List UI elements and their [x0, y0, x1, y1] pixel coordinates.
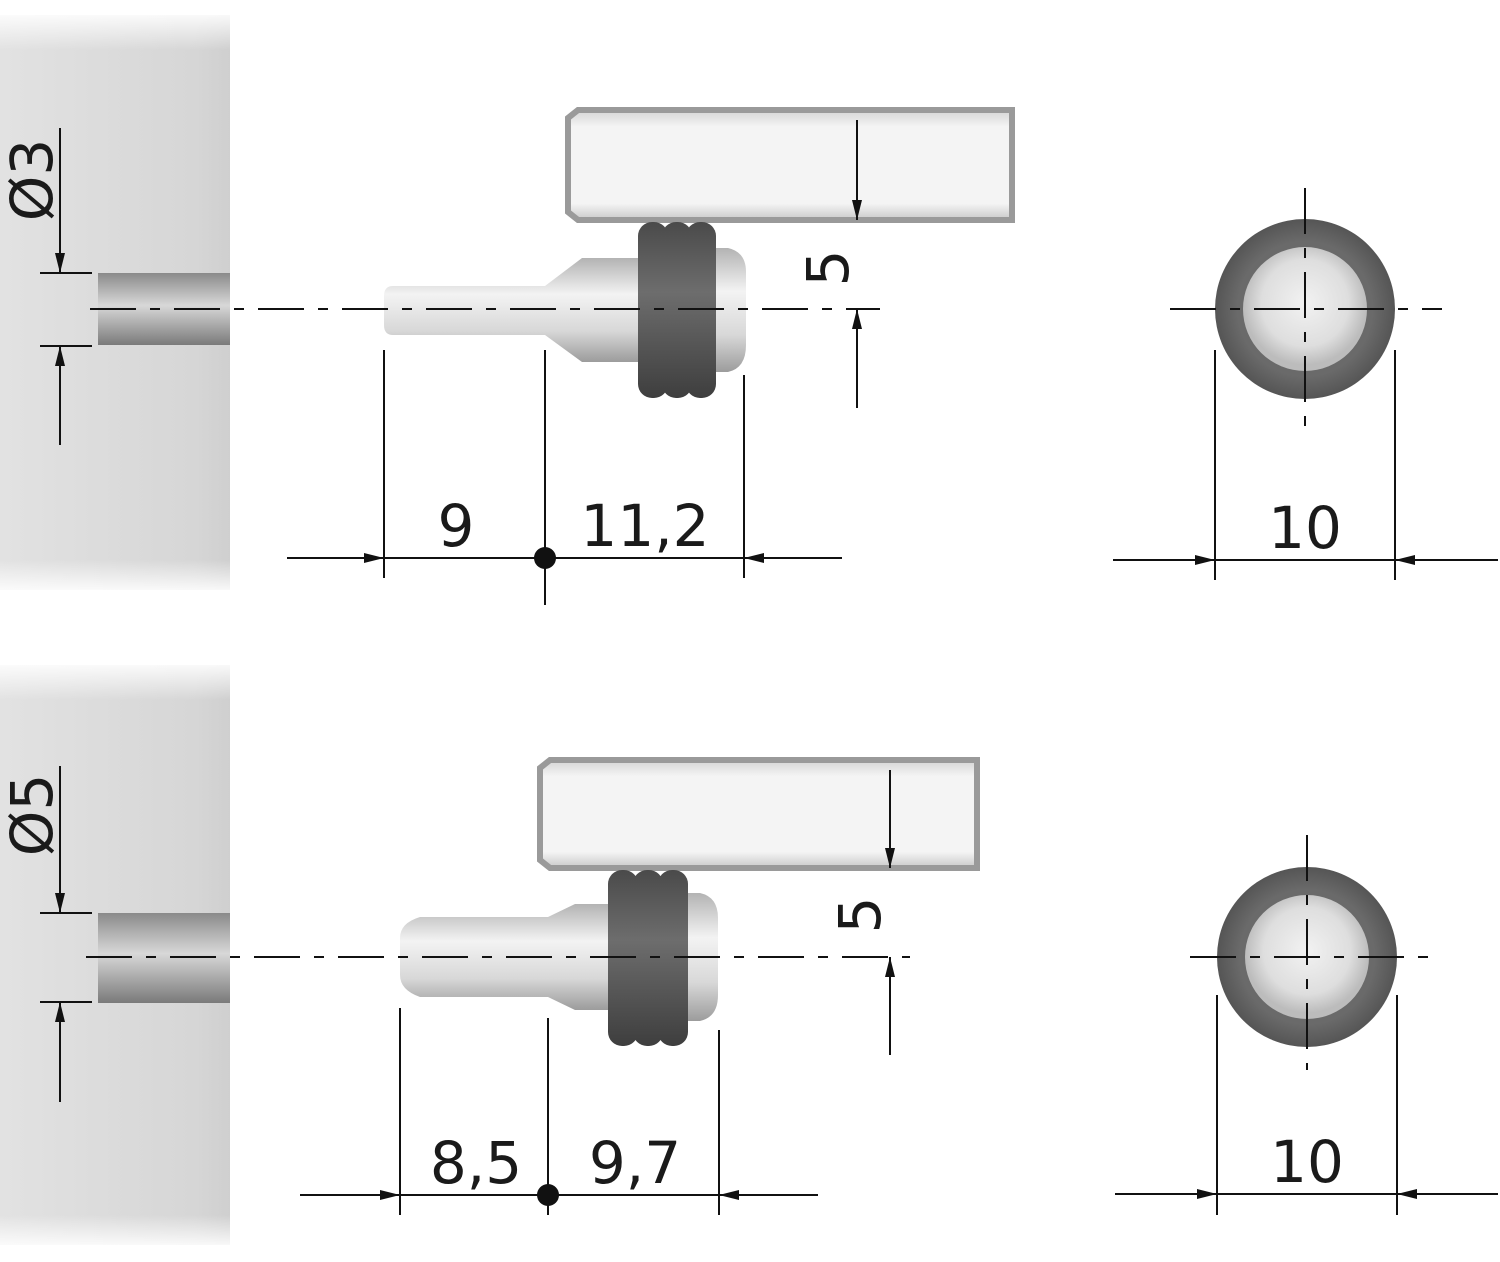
head-length-label: 9,7 [589, 1129, 681, 1197]
drawing-top: Ø3 5 9 11,2 10 [0, 10, 1498, 605]
wall-fade-bottom [0, 560, 232, 595]
hole-diameter-label: Ø5 [0, 774, 66, 857]
shank-length-label: 9 [438, 492, 475, 560]
wall-fade-top [0, 10, 232, 50]
shank-length-label: 8,5 [430, 1129, 522, 1197]
drawing-bottom: Ø5 5 8,5 9,7 10 [0, 660, 1498, 1250]
height-label: 5 [794, 250, 862, 287]
rubber-rings [638, 222, 716, 398]
shelf-board [537, 757, 980, 871]
end-view-bottom: 10 [1115, 835, 1498, 1215]
wall-fade-bottom [0, 1215, 232, 1250]
datum-point [534, 547, 556, 569]
end-view-top: 10 [1113, 188, 1498, 580]
head-length-label: 11,2 [580, 492, 709, 560]
hole-diameter-label: Ø3 [0, 139, 66, 222]
height-label: 5 [826, 897, 894, 934]
end-view-diameter-label: 10 [1270, 1128, 1344, 1196]
end-view-diameter-label: 10 [1268, 494, 1342, 562]
shelf-board [565, 107, 1015, 223]
wall-fade-top [0, 660, 232, 700]
datum-point [537, 1184, 559, 1206]
